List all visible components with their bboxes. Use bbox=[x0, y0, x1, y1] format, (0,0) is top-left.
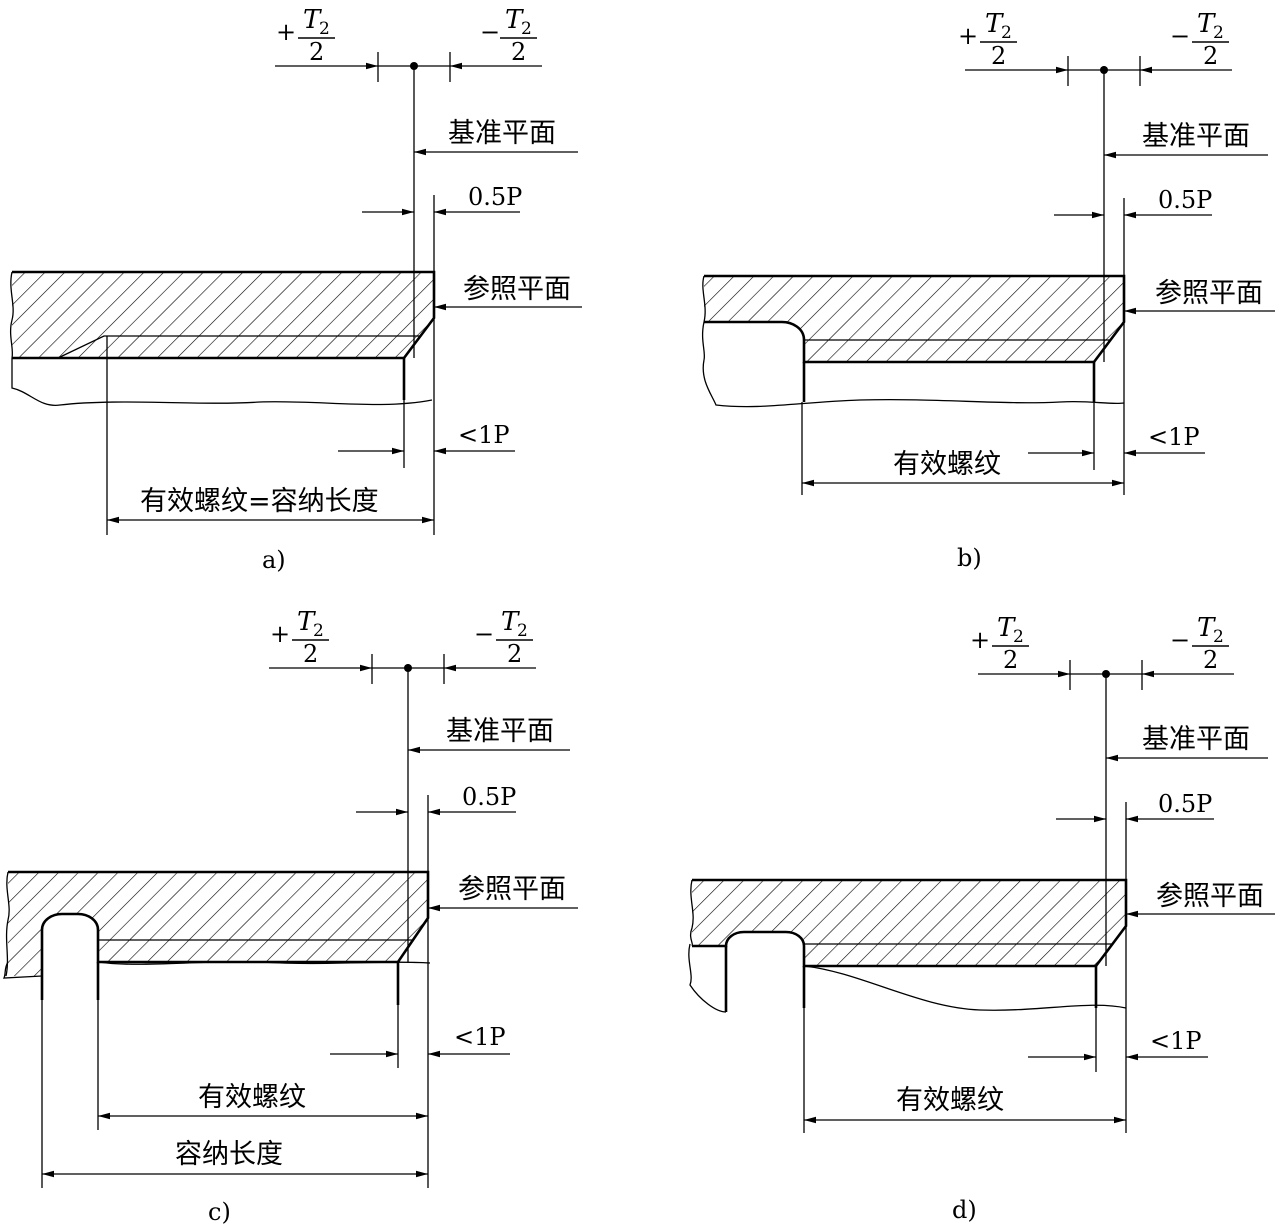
reference-plane-label: 参照平面 bbox=[458, 874, 566, 905]
panel-b: + T 2 2 − T 2 2 基准平面 0.5P 参照平面 <1P 有效螺纹 … bbox=[701, 9, 1275, 572]
tol-minus-sign: − bbox=[1170, 22, 1190, 50]
tol-minus-denominator: 2 bbox=[511, 38, 526, 66]
datum-plane-label: 基准平面 bbox=[1142, 724, 1250, 755]
thread-undercut-line bbox=[57, 335, 420, 359]
tol-minus-denominator: 2 bbox=[507, 640, 522, 668]
datum-point bbox=[404, 664, 412, 672]
gauge-section bbox=[704, 276, 1124, 362]
tol-plus-denominator: 2 bbox=[303, 640, 318, 668]
workpiece-body bbox=[688, 943, 1127, 1013]
tol-plus-sign: + bbox=[270, 620, 290, 648]
gauge-section bbox=[12, 272, 434, 358]
half-pitch-label: 0.5P bbox=[468, 183, 522, 211]
effective-eq-engagement-label: 有效螺纹=容纳长度 bbox=[140, 486, 379, 517]
effective-thread-label: 有效螺纹 bbox=[896, 1085, 1004, 1116]
tol-minus-denominator: 2 bbox=[1203, 646, 1218, 674]
tol-minus-denominator: 2 bbox=[1203, 42, 1218, 70]
tol-minus-subscript: 2 bbox=[517, 621, 528, 641]
tol-plus-sign: + bbox=[970, 626, 990, 654]
tol-plus-subscript: 2 bbox=[319, 19, 330, 39]
panel-a-caption: a) bbox=[262, 546, 286, 574]
datum-point bbox=[1100, 66, 1108, 74]
tol-plus-symbol: T bbox=[297, 607, 316, 637]
datum-plane-label: 基准平面 bbox=[448, 118, 556, 149]
tol-minus-sign: − bbox=[480, 18, 500, 46]
tol-plus-denominator: 2 bbox=[991, 42, 1006, 70]
gauge-outline bbox=[8, 870, 430, 976]
tol-plus-subscript: 2 bbox=[313, 621, 324, 641]
workpiece-body bbox=[702, 359, 1125, 408]
tol-minus-sign: − bbox=[1170, 626, 1190, 654]
panel-b-caption: b) bbox=[957, 544, 982, 572]
gauge-section bbox=[8, 872, 428, 976]
datum-point bbox=[410, 62, 418, 70]
tol-plus-sign: + bbox=[276, 18, 296, 46]
tol-minus-symbol: T bbox=[1197, 613, 1216, 643]
effective-thread-label: 有效螺纹 bbox=[893, 449, 1001, 480]
reference-plane-label: 参照平面 bbox=[1156, 881, 1264, 912]
half-pitch-label: 0.5P bbox=[1158, 790, 1212, 818]
tol-plus-denominator: 2 bbox=[309, 38, 324, 66]
reference-plane-label: 参照平面 bbox=[463, 274, 571, 305]
tol-plus-symbol: T bbox=[985, 9, 1004, 39]
half-pitch-label: 0.5P bbox=[1158, 186, 1212, 214]
lt-pitch-label: <1P bbox=[1150, 1027, 1202, 1055]
panel-d: + T 2 2 − T 2 2 基准平面 0.5P 参照平面 <1P 有效螺纹 … bbox=[688, 613, 1275, 1224]
tol-minus-symbol: T bbox=[501, 607, 520, 637]
tol-minus-subscript: 2 bbox=[521, 19, 532, 39]
workpiece-body bbox=[2, 961, 431, 979]
panel-d-caption: d) bbox=[952, 1196, 977, 1224]
gauge-section bbox=[692, 880, 1126, 966]
datum-point bbox=[1102, 670, 1110, 678]
workpiece-body bbox=[11, 358, 433, 406]
tol-plus-subscript: 2 bbox=[1013, 627, 1024, 647]
datum-plane-label: 基准平面 bbox=[446, 716, 554, 747]
panel-c: + T 2 2 − T 2 2 基准平面 0.5P 参照平面 <1P 有效螺纹 … bbox=[2, 607, 578, 1225]
reference-plane-label: 参照平面 bbox=[1155, 278, 1263, 309]
left-break-line bbox=[9, 271, 14, 359]
panel-a: + T 2 2 − T 2 2 基准平面 0.5P 参照平面 <1P 有效螺纹=… bbox=[9, 5, 582, 574]
tol-plus-sign: + bbox=[958, 22, 978, 50]
tol-plus-symbol: T bbox=[997, 613, 1016, 643]
tol-minus-subscript: 2 bbox=[1213, 627, 1224, 647]
engagement-length-label: 容纳长度 bbox=[175, 1139, 283, 1170]
effective-thread-label: 有效螺纹 bbox=[198, 1082, 306, 1113]
lt-pitch-label: <1P bbox=[454, 1023, 506, 1051]
lt-pitch-label: <1P bbox=[1148, 423, 1200, 451]
tol-minus-symbol: T bbox=[505, 5, 524, 35]
tol-plus-subscript: 2 bbox=[1001, 23, 1012, 43]
tol-minus-subscript: 2 bbox=[1213, 23, 1224, 43]
left-break-line bbox=[689, 879, 694, 947]
tol-minus-sign: − bbox=[474, 620, 494, 648]
left-break-line bbox=[5, 871, 10, 977]
left-break-line bbox=[701, 275, 706, 361]
panel-c-caption: c) bbox=[208, 1198, 231, 1225]
tol-plus-symbol: T bbox=[303, 5, 322, 35]
gauge-outline bbox=[692, 878, 1128, 968]
lt-pitch-label: <1P bbox=[458, 421, 510, 449]
half-pitch-label: 0.5P bbox=[462, 783, 516, 811]
tol-plus-denominator: 2 bbox=[1003, 646, 1018, 674]
datum-plane-label: 基准平面 bbox=[1142, 121, 1250, 152]
tol-minus-symbol: T bbox=[1197, 9, 1216, 39]
